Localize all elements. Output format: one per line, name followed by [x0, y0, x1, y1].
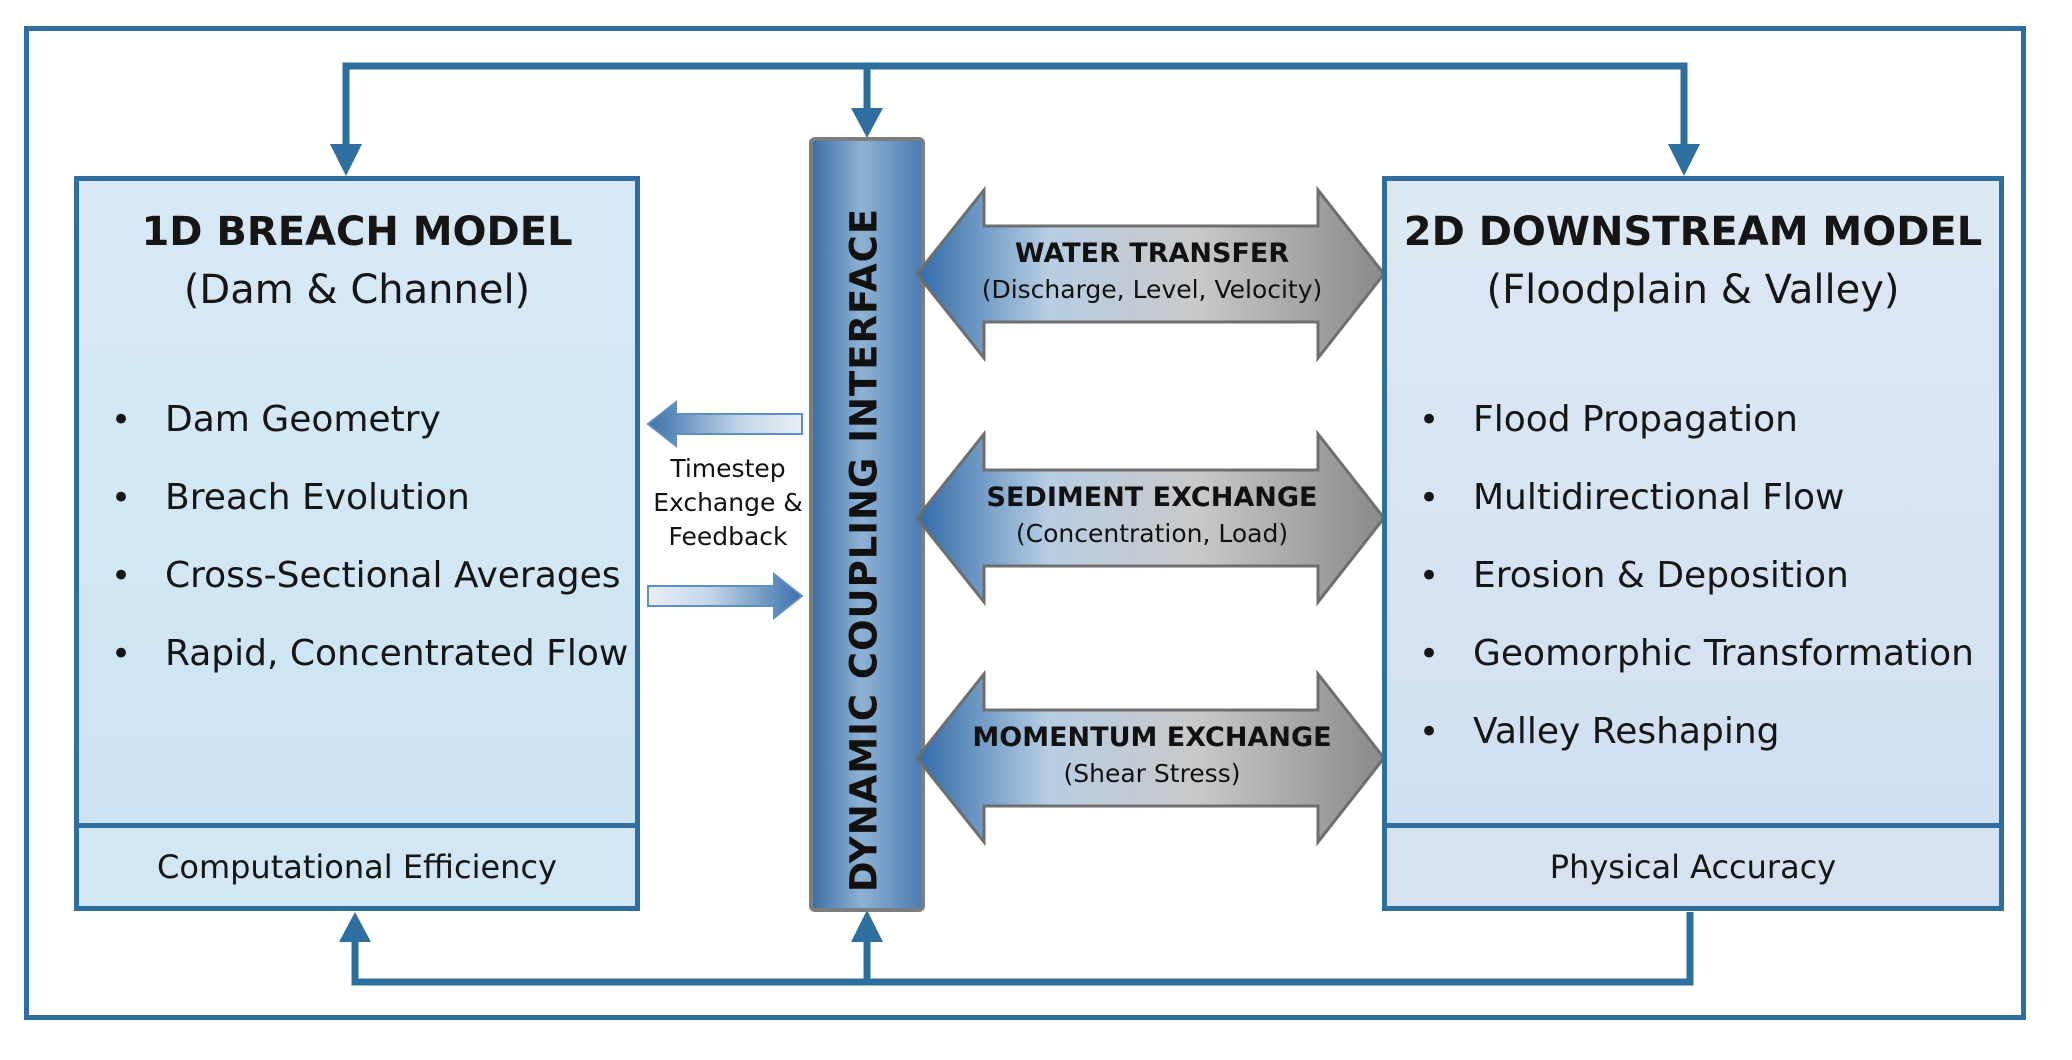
momentum-exchange-detail: (Shear Stress): [1063, 759, 1241, 788]
timestep-line: Timestep: [670, 454, 786, 483]
list-item: Erosion & Deposition: [1407, 537, 1999, 615]
water-transfer-label: WATER TRANSFER (Discharge, Level, Veloci…: [962, 238, 1342, 304]
outer-frame: [24, 26, 2026, 1020]
list-item: Flood Propagation: [1407, 381, 1999, 459]
list-item: Dam Geometry: [99, 381, 635, 459]
arrowhead-up-center: [851, 910, 883, 942]
timestep-line: Feedback: [668, 522, 788, 551]
timestep-arrow-right: [647, 571, 804, 621]
momentum-exchange-title: MOMENTUM EXCHANGE: [972, 722, 1332, 753]
arrowhead-down-left: [330, 144, 362, 176]
list-item: Geomorphic Transformation: [1407, 615, 1999, 693]
timestep-line: Exchange &: [653, 488, 803, 517]
coupling-interface-label: DYNAMIC COUPLING INTERFACE: [842, 207, 886, 893]
sediment-exchange-title: SEDIMENT EXCHANGE: [986, 482, 1318, 513]
arrowhead-up-left: [339, 912, 371, 942]
list-item: Rapid, Concentrated Flow: [99, 615, 635, 693]
momentum-exchange-label: MOMENTUM EXCHANGE (Shear Stress): [962, 722, 1342, 788]
downstream-model-panel: 2D DOWNSTREAM MODEL (Floodplain & Valley…: [1382, 176, 2004, 911]
downstream-model-footer: Physical Accuracy: [1387, 823, 1999, 906]
list-item: Breach Evolution: [99, 459, 635, 537]
breach-model-list: Dam Geometry Breach Evolution Cross-Sect…: [99, 381, 635, 693]
water-transfer-detail: (Discharge, Level, Velocity): [981, 275, 1323, 304]
bottom-connector: [351, 912, 1694, 986]
list-item: Cross-Sectional Averages: [99, 537, 635, 615]
list-item: Valley Reshaping: [1407, 693, 1999, 771]
timestep-label: Timestep Exchange & Feedback: [648, 452, 808, 554]
breach-model-footer: Computational Efficiency: [79, 823, 635, 906]
breach-model-panel: 1D BREACH MODEL (Dam & Channel) Dam Geom…: [74, 176, 640, 911]
water-transfer-title: WATER TRANSFER: [1014, 238, 1290, 269]
downstream-model-subtitle: (Floodplain & Valley): [1486, 267, 1900, 313]
downstream-model-list: Flood Propagation Multidirectional Flow …: [1407, 381, 1999, 771]
downstream-model-title: 2D DOWNSTREAM MODEL: [1403, 209, 1983, 255]
arrowhead-down-right: [1668, 144, 1700, 176]
list-item: Multidirectional Flow: [1407, 459, 1999, 537]
breach-model-title: 1D BREACH MODEL: [141, 209, 573, 255]
top-connector: [342, 62, 1688, 148]
sediment-exchange-label: SEDIMENT EXCHANGE (Concentration, Load): [962, 482, 1342, 548]
sediment-exchange-detail: (Concentration, Load): [1015, 519, 1289, 548]
arrowhead-down-center: [851, 108, 883, 138]
timestep-arrow-left: [646, 399, 803, 449]
breach-model-subtitle: (Dam & Channel): [183, 267, 531, 313]
